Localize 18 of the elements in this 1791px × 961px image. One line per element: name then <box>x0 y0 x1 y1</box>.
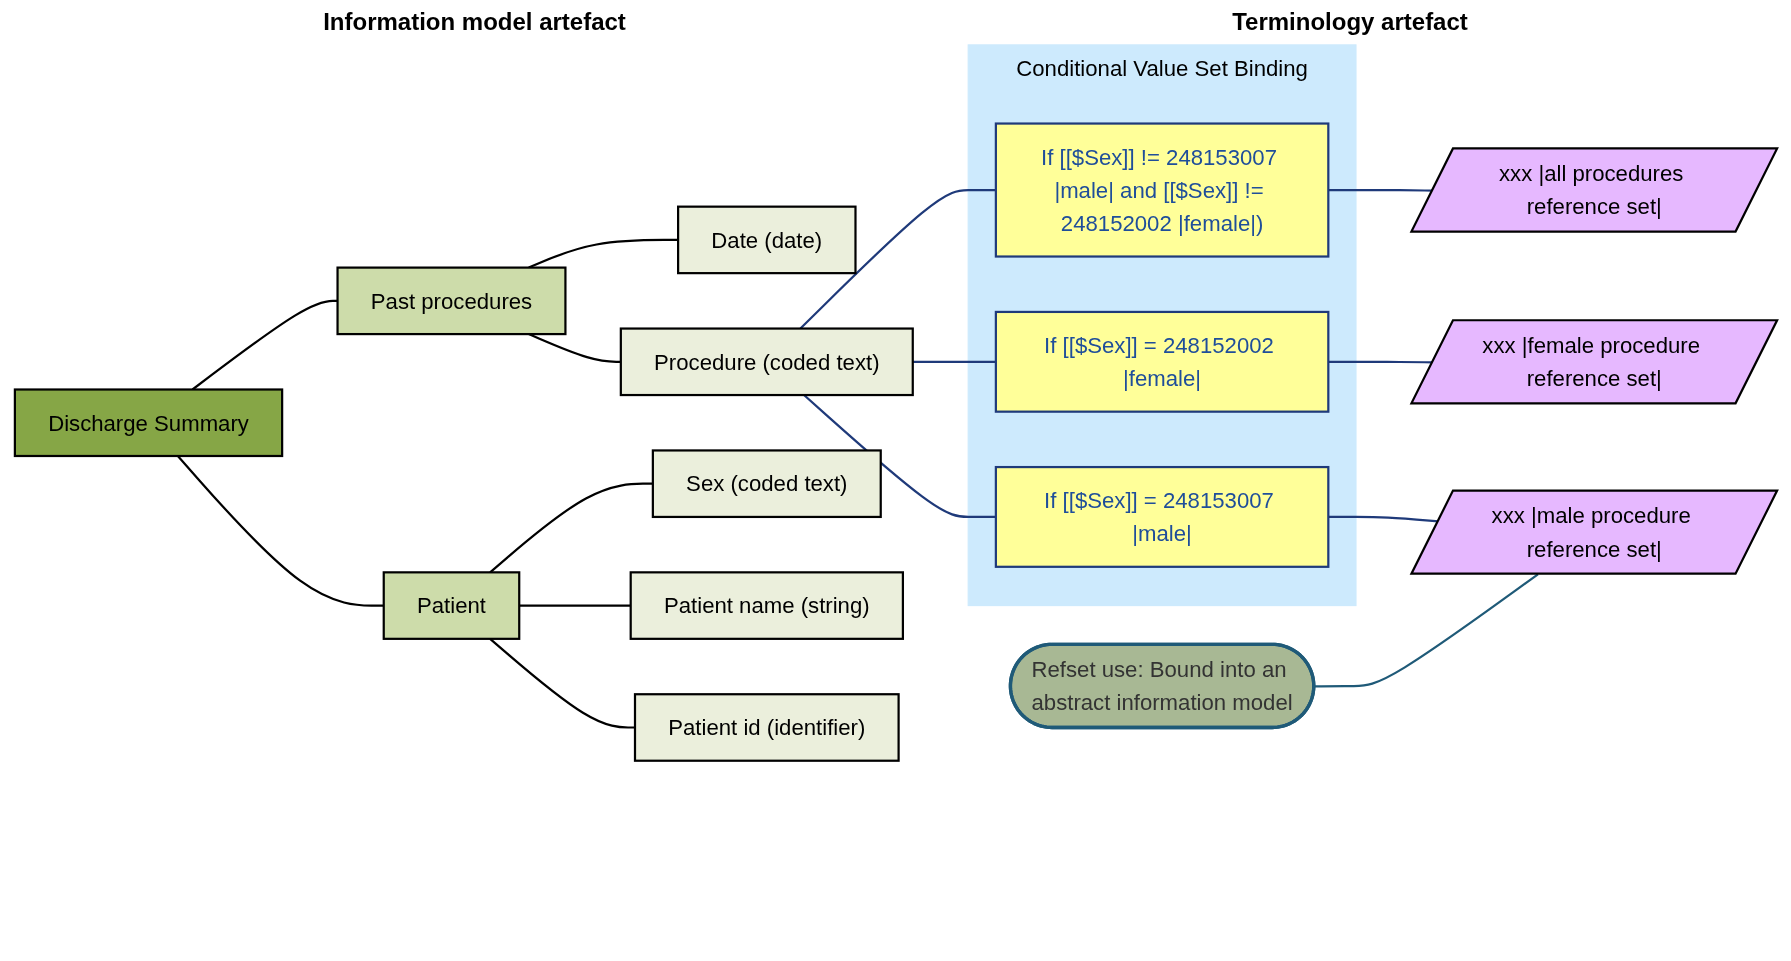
connector <box>912 360 996 363</box>
connector <box>488 638 635 729</box>
node-box: Procedure (coded text) <box>619 327 914 397</box>
node-box: Patient id (identifier) <box>633 693 900 762</box>
node-box: Patient name (string) <box>629 571 904 640</box>
column-heading: Information model artefact <box>323 8 626 36</box>
node-box: Discharge Summary <box>13 388 283 458</box>
node-box: Patient <box>382 571 520 640</box>
node-box: Sex (coded text) <box>651 449 882 519</box>
node-box: Past procedures <box>335 266 567 336</box>
node-box: If [[$Sex]] = 248153007 |male| <box>994 465 1329 568</box>
node-box: Date (date) <box>676 205 857 275</box>
connector <box>1327 515 1438 523</box>
column-heading: Terminology artefact <box>1232 8 1468 36</box>
node-box: If [[$Sex]] = 248152002 |female| <box>994 310 1329 413</box>
connector <box>176 455 384 607</box>
connector <box>518 604 631 607</box>
node-box: If [[$Sex]] != 248153007 |male| and [[$Sex]] != 248152002 |female|) <box>994 122 1329 258</box>
